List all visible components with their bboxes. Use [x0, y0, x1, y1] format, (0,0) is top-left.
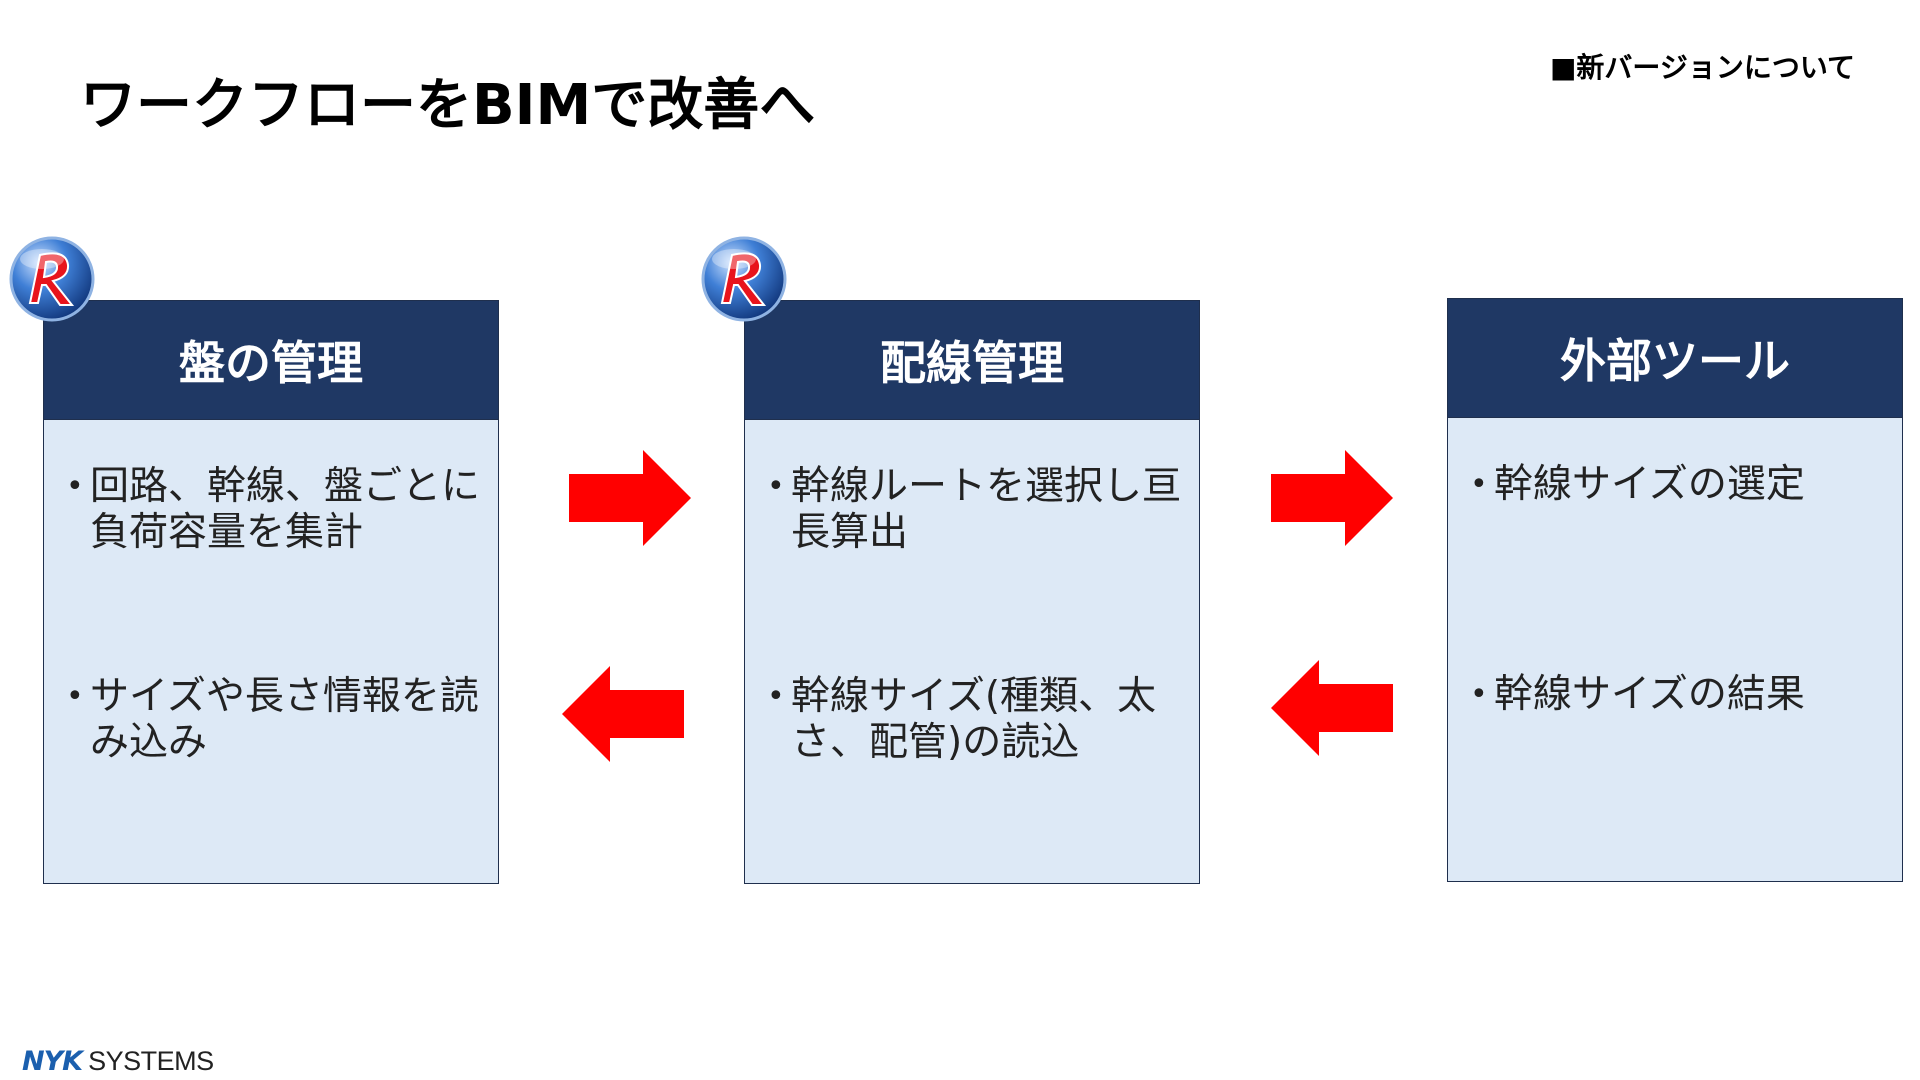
arrow-left-icon: [562, 666, 684, 762]
box-heading: 盤の管理: [44, 301, 498, 420]
box-body: 幹線ルートを選択し亘長算出 幹線サイズ(種類、太さ、配管)の読込: [745, 420, 1199, 884]
logo-mark: NYK: [22, 1045, 83, 1077]
box-body: 回路、幹線、盤ごとに負荷容量を集計 サイズや長さ情報を読み込み: [44, 420, 498, 884]
wiring-management-box: 配線管理 幹線ルートを選択し亘長算出 幹線サイズ(種類、太さ、配管)の読込: [744, 300, 1200, 884]
bullet-item: 幹線サイズ(種類、太さ、配管)の読込: [763, 674, 1187, 766]
arrow-left-icon: [1271, 660, 1393, 756]
box-heading: 配線管理: [745, 301, 1199, 420]
section-tag: ■新バージョンについて: [1549, 51, 1855, 84]
company-logo: NYK SYSTEMS: [22, 1045, 214, 1077]
rebro-app-icon: [9, 236, 95, 322]
panel-management-box: 盤の管理 回路、幹線、盤ごとに負荷容量を集計 サイズや長さ情報を読み込み: [43, 300, 499, 884]
bullet-item: 幹線サイズの選定: [1466, 462, 1890, 508]
page-title: ワークフローをBIMで改善へ: [80, 73, 816, 138]
arrow-right-icon: [569, 450, 691, 546]
bullet-item: 幹線ルートを選択し亘長算出: [763, 464, 1187, 556]
arrow-right-icon: [1271, 450, 1393, 546]
box-body: 幹線サイズの選定 幹線サイズの結果: [1448, 418, 1902, 882]
bullet-item: 回路、幹線、盤ごとに負荷容量を集計: [62, 464, 486, 556]
rebro-app-icon: [701, 236, 787, 322]
bullet-item: サイズや長さ情報を読み込み: [62, 674, 486, 766]
bullet-item: 幹線サイズの結果: [1466, 672, 1890, 718]
box-heading: 外部ツール: [1448, 299, 1902, 418]
external-tool-box: 外部ツール 幹線サイズの選定 幹線サイズの結果: [1447, 298, 1903, 882]
logo-text: SYSTEMS: [88, 1045, 214, 1076]
